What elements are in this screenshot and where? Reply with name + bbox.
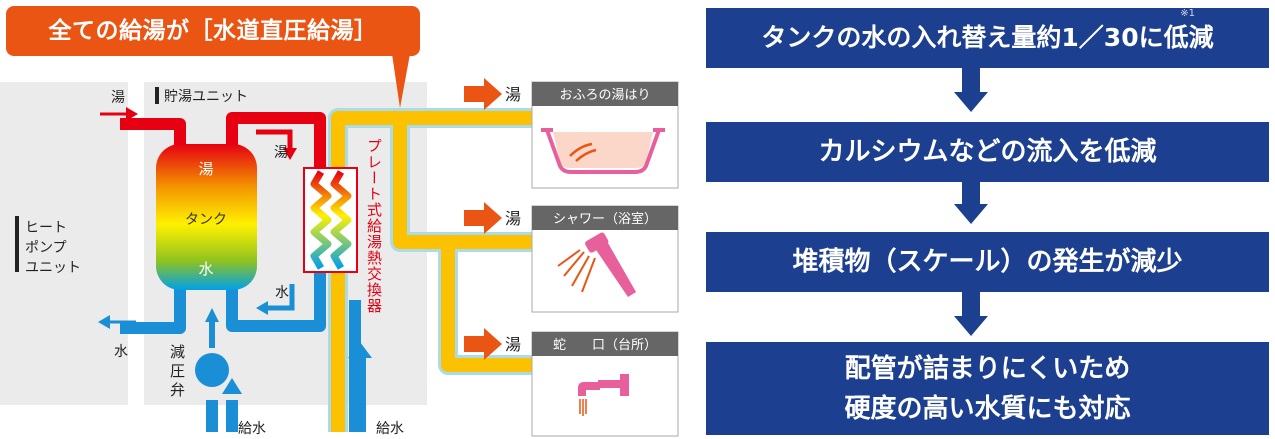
- feed-left-arrow: [222, 378, 242, 394]
- storage-unit-label: 貯湯ユニット: [164, 88, 248, 105]
- step-4-line-1: 配管が詰まりにくいため: [844, 354, 1131, 384]
- outlet-arrow-label: 湯: [505, 209, 521, 228]
- exchanger-label: プレート式給湯熱交換器: [365, 138, 383, 314]
- water-from-exchanger-arrow-head: [256, 301, 268, 315]
- outlet-title-bar: [532, 206, 678, 230]
- hot-to-exchanger-label: 湯: [274, 144, 288, 161]
- tank-label-tank: タンク: [185, 212, 227, 228]
- hot-to-exchanger-arrow-head: [283, 148, 297, 160]
- step-1-note: ※1: [1180, 8, 1195, 19]
- feed-left-label: 給水: [238, 421, 266, 437]
- hot-to-exchanger-arrow: [256, 129, 293, 150]
- step-3-text: 堆積物（スケール）の発生が減少: [792, 247, 1183, 277]
- step-3: 堆積物（スケール）の発生が減少: [706, 232, 1269, 292]
- outlet-title-bar: [532, 82, 678, 106]
- tank: [156, 144, 257, 290]
- feed-right-arrow: [348, 342, 372, 358]
- hot-in-arrow: [126, 107, 138, 121]
- tank-label-water: 水: [198, 260, 213, 278]
- outlet-title: おふろの湯はり: [559, 88, 650, 103]
- heat-pump-label: ヒート ポンプ ユニット: [25, 220, 81, 276]
- water-out-arrow: [98, 315, 110, 329]
- outlet-bath: 湯 おふろの湯はり: [464, 78, 679, 189]
- water-heater-diagram: ヒート ポンプ ユニット 貯湯ユニット: [0, 54, 679, 437]
- outlet-title-bar: [532, 332, 678, 356]
- shower-icon: [557, 232, 636, 297]
- outlet-arrow: [464, 78, 502, 110]
- step-1: タンクの水の入れ替え量約1／30に低減 ※1: [706, 8, 1269, 68]
- callout-banner: 全ての給湯が［水道直圧給湯］: [6, 6, 420, 56]
- supply-pipe: [328, 108, 532, 432]
- valve-up-arrow: [205, 308, 219, 322]
- tank-label-hot: 湯: [198, 160, 213, 178]
- feed-right-label: 給水: [376, 421, 404, 437]
- water-out-label: 水: [114, 344, 128, 360]
- faucet-icon: [578, 374, 629, 416]
- heat-pump-bar: [15, 216, 19, 272]
- step-2: カルシウムなどの流入を低減: [706, 122, 1269, 182]
- pressure-valve: [195, 353, 229, 387]
- callout-tail: [392, 54, 410, 108]
- outlet-arrow-label: 湯: [505, 85, 521, 104]
- outlet-arrow: [464, 328, 502, 360]
- outlet-arrow: [464, 202, 502, 234]
- water-from-exchanger-label: 水: [275, 285, 289, 301]
- pressure-valve-label: 減 圧 弁: [170, 343, 190, 399]
- step-4: 配管が詰まりにくいため 硬度の高い水質にも対応: [706, 342, 1269, 435]
- step-1-text: タンクの水の入れ替え量約1／30に低減: [761, 23, 1214, 52]
- outlet-faucet: 湯 蛇 口（台所）: [464, 328, 679, 437]
- feed-right-stem: [354, 356, 366, 432]
- outlet-title: 蛇 口（台所）: [553, 338, 657, 353]
- exchanger-zigzag: [310, 170, 352, 270]
- step-4-line-2: 硬度の高い水質にも対応: [844, 394, 1131, 424]
- outlet-shower: 湯 シャワー（浴室）: [464, 202, 679, 313]
- water-from-exchanger-arrow: [266, 284, 295, 311]
- storage-unit-bar: [155, 87, 159, 104]
- outlet-title: シャワー（浴室）: [553, 211, 657, 227]
- heat-pump-box: [0, 82, 128, 405]
- outlet-arrow-label: 湯: [505, 335, 521, 354]
- hot-in-label: 湯: [111, 89, 125, 106]
- valve-up-stem: [209, 320, 215, 348]
- bathtub-icon: [541, 128, 665, 174]
- step-2-text: カルシウムなどの流入を低減: [818, 137, 1157, 167]
